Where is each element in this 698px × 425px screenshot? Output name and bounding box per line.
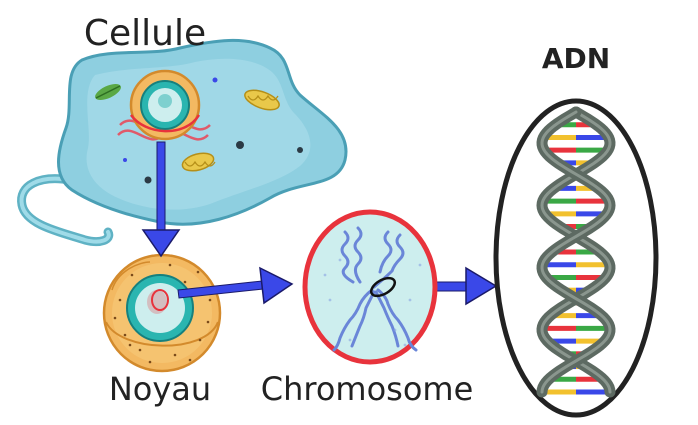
label-cell: Cellule — [84, 13, 206, 54]
arrow-nucleus-to-chromosome — [151, 266, 294, 311]
nucleus-illustration-icon — [102, 253, 222, 373]
label-dna: ADN — [542, 42, 610, 75]
label-nucleus: Noyau — [109, 370, 211, 408]
chromosome-illustration-icon — [302, 209, 438, 365]
cell-illustration-icon — [17, 39, 348, 247]
dna-strand-highlight — [540, 110, 612, 394]
label-chromosome: Chromosome — [261, 370, 474, 408]
dna-strand-highlight — [540, 110, 612, 394]
arrow-cell-to-nucleus — [141, 141, 181, 258]
arrow-chromosome-to-dna — [407, 266, 498, 306]
dna-double-helix-icon — [493, 98, 659, 418]
